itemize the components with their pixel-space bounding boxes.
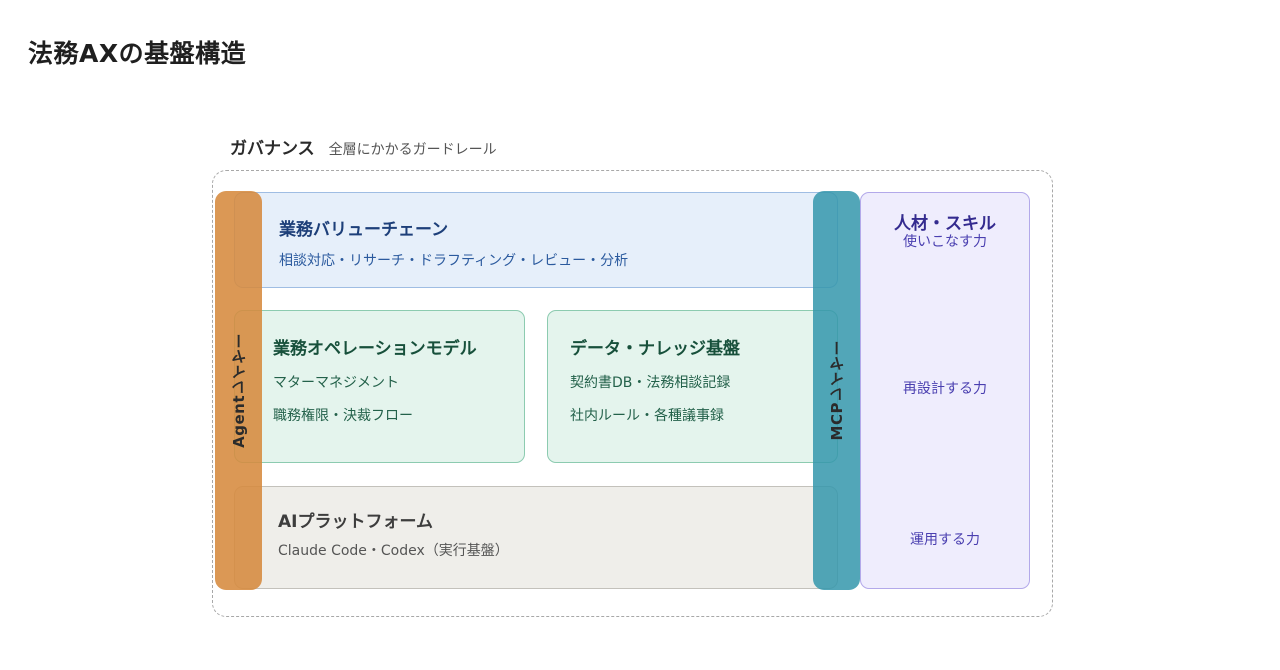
data-knowledge-box: データ・ナレッジ基盤 契約書DB・法務相談記録 社内ルール・各種議事録 — [547, 310, 838, 463]
mcp-layer-label: MCPレイヤー — [828, 340, 846, 441]
agent-layer-band: Agentレイヤー — [215, 191, 262, 590]
page-title: 法務AXの基盤構造 — [28, 39, 247, 68]
ai-platform-description: Claude Code・Codex（実行基盤） — [278, 543, 509, 559]
data-knowledge-line2: 社内ルール・各種議事録 — [570, 408, 724, 424]
mcp-layer-band: MCPレイヤー — [813, 191, 860, 590]
governance-title: ガバナンス — [230, 139, 315, 159]
operation-model-title: 業務オペレーションモデル — [273, 339, 477, 359]
talent-skill-operate: 運用する力 — [910, 532, 980, 548]
talent-skill-redesign: 再設計する力 — [903, 381, 987, 397]
operation-model-box: 業務オペレーションモデル マターマネジメント 職務権限・決裁フロー — [234, 310, 525, 463]
operation-model-line1: マターマネジメント — [273, 375, 399, 391]
value-chain-box: 業務バリューチェーン 相談対応・リサーチ・ドラフティング・レビュー・分析 — [234, 192, 838, 288]
value-chain-description: 相談対応・リサーチ・ドラフティング・レビュー・分析 — [279, 253, 629, 269]
agent-layer-label: Agentレイヤー — [230, 333, 248, 448]
governance-heading: ガバナンス 全層にかかるガードレール — [230, 134, 497, 159]
talent-skills-box: 人材・スキル 使いこなす力 再設計する力 運用する力 — [860, 192, 1030, 589]
ai-platform-box: AIプラットフォーム Claude Code・Codex（実行基盤） — [234, 486, 838, 589]
ai-platform-title: AIプラットフォーム — [278, 512, 433, 532]
operation-model-line2: 職務権限・決裁フロー — [273, 408, 413, 424]
data-knowledge-line1: 契約書DB・法務相談記録 — [570, 375, 731, 391]
value-chain-title: 業務バリューチェーン — [279, 220, 449, 240]
data-knowledge-title: データ・ナレッジ基盤 — [570, 339, 740, 359]
talent-skills-title: 人材・スキル — [894, 214, 996, 234]
governance-subtitle: 全層にかかるガードレール — [328, 142, 497, 158]
governance-frame — [212, 170, 1053, 617]
talent-skill-use: 使いこなす力 — [903, 234, 987, 250]
